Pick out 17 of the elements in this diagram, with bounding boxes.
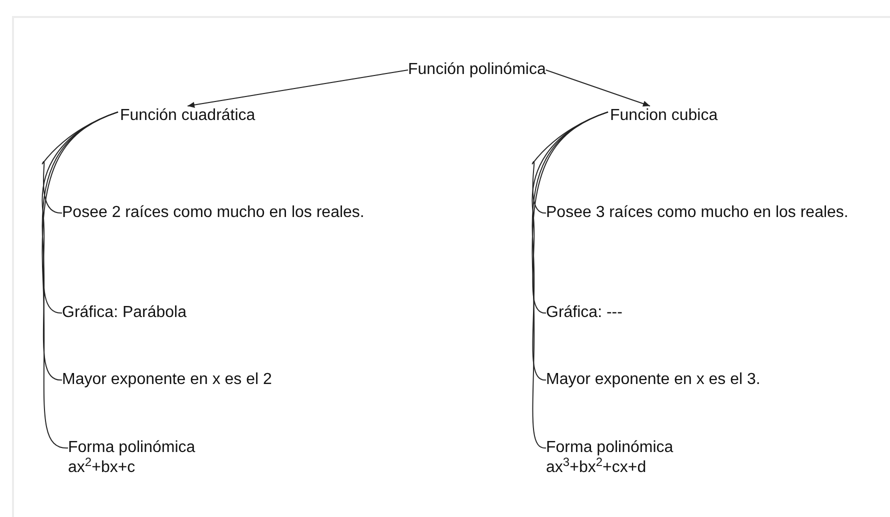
note-text: Forma polinómica (546, 438, 674, 458)
node-label: Función cuadrática (120, 106, 256, 126)
bracket-line (42, 112, 118, 448)
formula-text: ax$^{2}$+bx+c (68, 458, 136, 478)
bracket-line (532, 112, 608, 448)
note-text: Mayor exponente en x es el 3. (546, 370, 760, 390)
note-text: Forma polinómica (68, 438, 196, 458)
arrow (545, 70, 650, 107)
note-text: Gráfica: --- (546, 303, 622, 323)
note-text: Posee 2 raíces como mucho en los reales. (62, 203, 364, 223)
node-label: Función polinómica (408, 60, 546, 80)
note-text: Mayor exponente en x es el 2 (62, 370, 272, 390)
formula-text: ax$^{3}$+bx$^{2}$+cx+d (546, 458, 646, 478)
node-label: Funcion cubica (610, 106, 718, 126)
note-text: Gráfica: Parábola (62, 303, 187, 323)
note-text: Posee 3 raíces como mucho en los reales. (546, 203, 848, 223)
arrow (187, 70, 408, 108)
